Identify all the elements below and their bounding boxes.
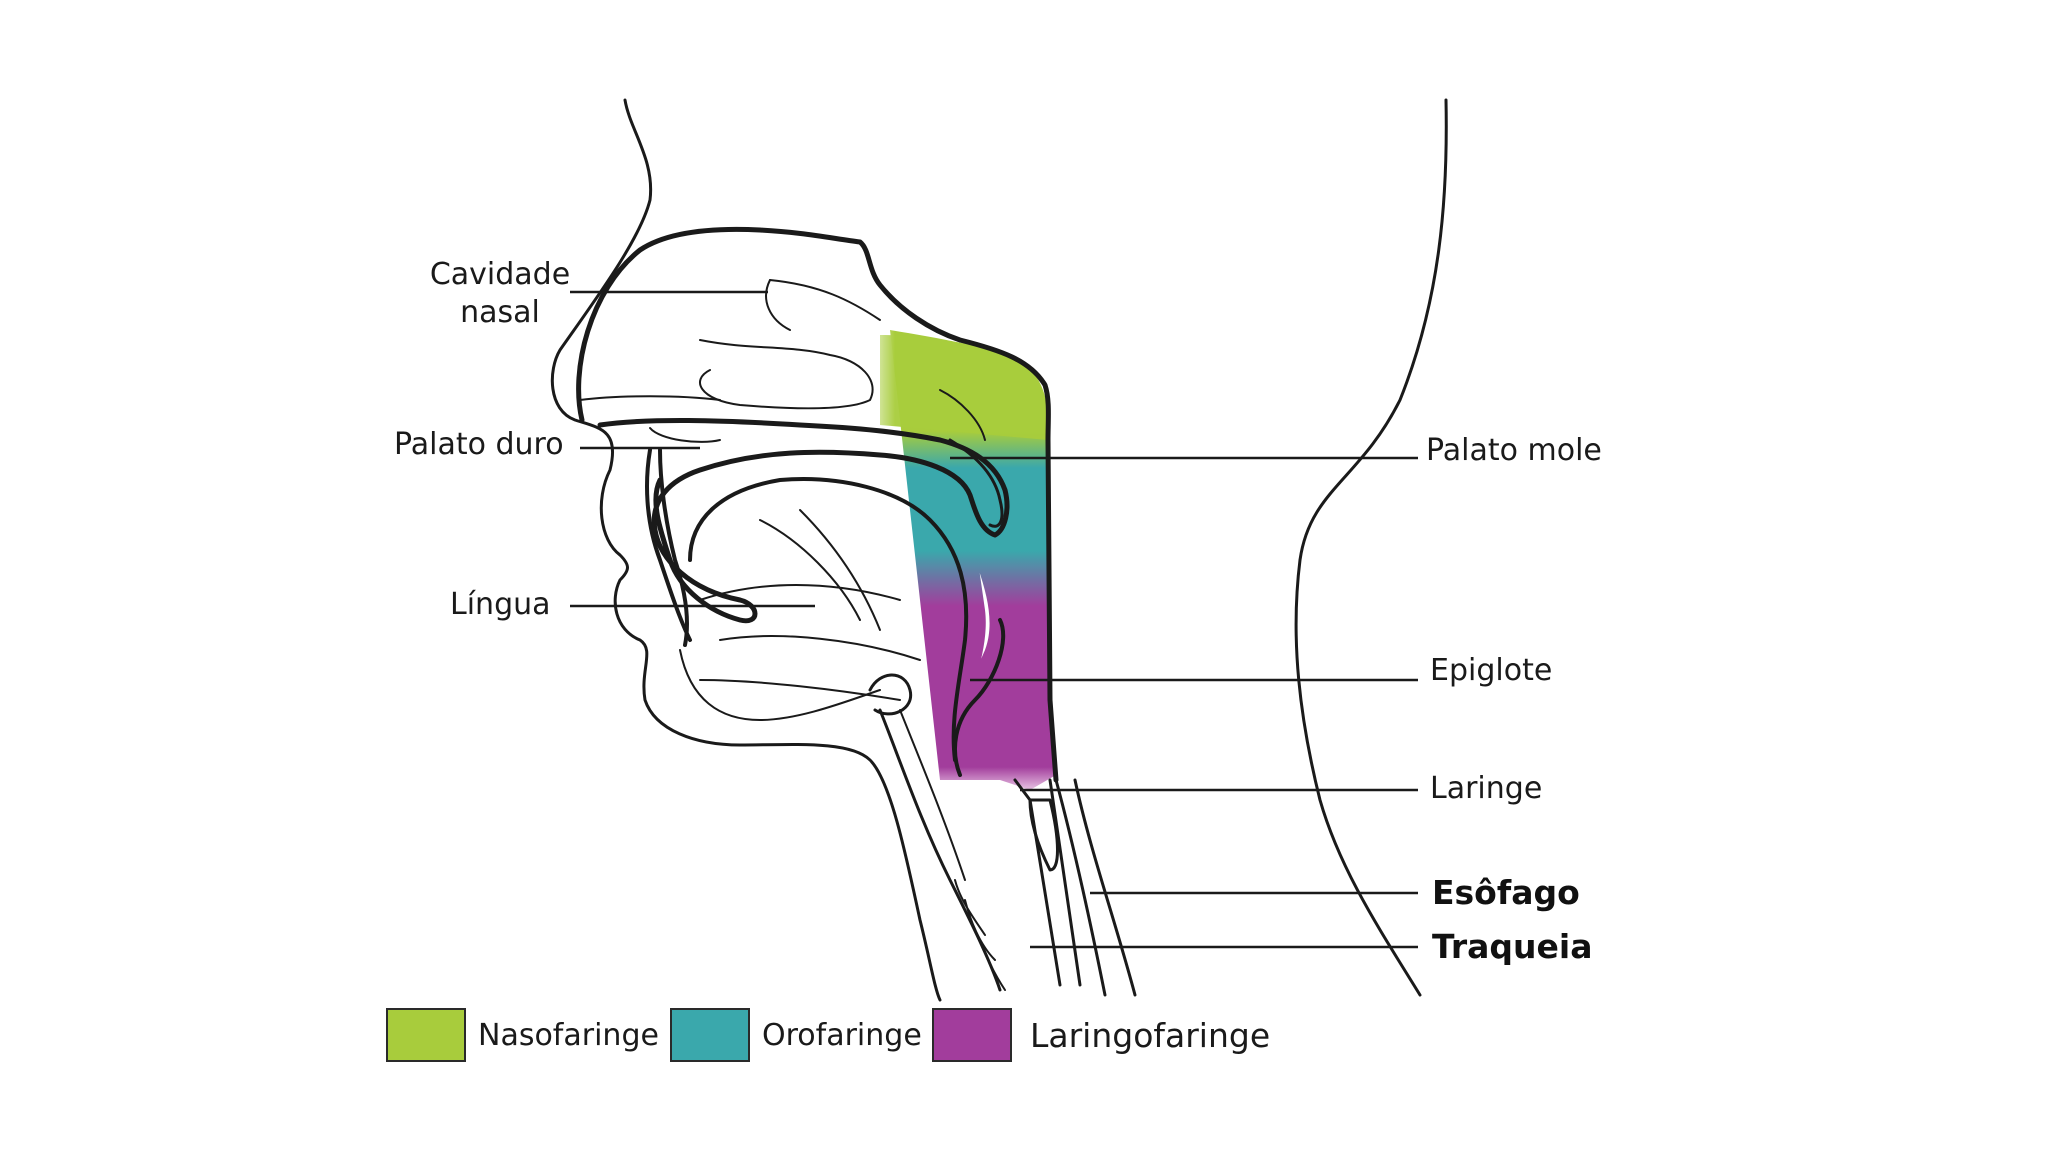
legend-label-nasofaringe: Nasofaringe: [478, 1017, 659, 1053]
legend-swatch-laringofaringe: [932, 1008, 1012, 1062]
label-esofago: Esôfago: [1432, 873, 1580, 912]
tongue: [688, 477, 969, 762]
label-cavidade-nasal: Cavidade nasal: [429, 257, 571, 330]
nasopharynx-fade: [860, 330, 930, 430]
soft-palate: [948, 438, 1004, 528]
legend-laringofaringe: Laringofaringe: [932, 1008, 1270, 1062]
label-epiglote: Epiglote: [1430, 653, 1553, 688]
label-laringe: Laringe: [1430, 771, 1543, 806]
nasopharynx-region: [880, 335, 1048, 440]
label-palato-duro: Palato duro: [394, 427, 564, 462]
label-traqueia: Traqueia: [1432, 927, 1593, 966]
legend-swatch-nasofaringe: [386, 1008, 466, 1062]
esophagus: [1054, 778, 1107, 997]
legend-swatch-orofaringe: [670, 1008, 750, 1062]
epiglottis-shape: [953, 618, 1006, 777]
legend-label-laringofaringe: Laringofaringe: [1030, 1015, 1271, 1055]
neck-back: [1294, 98, 1448, 997]
label-palato-mole: Palato mole: [1426, 433, 1602, 468]
face-profile: [550, 98, 942, 1002]
hard-palate: [597, 417, 1010, 624]
legend-nasofaringe: Nasofaringe: [386, 1008, 659, 1062]
legend-orofaringe: Orofaringe: [670, 1008, 922, 1062]
pharynx-colored-region: [890, 330, 1056, 790]
legend-label-orofaringe: Orofaringe: [762, 1017, 922, 1053]
nasal-cavity-outline: [576, 226, 1059, 783]
label-lingua: Língua: [450, 587, 551, 622]
